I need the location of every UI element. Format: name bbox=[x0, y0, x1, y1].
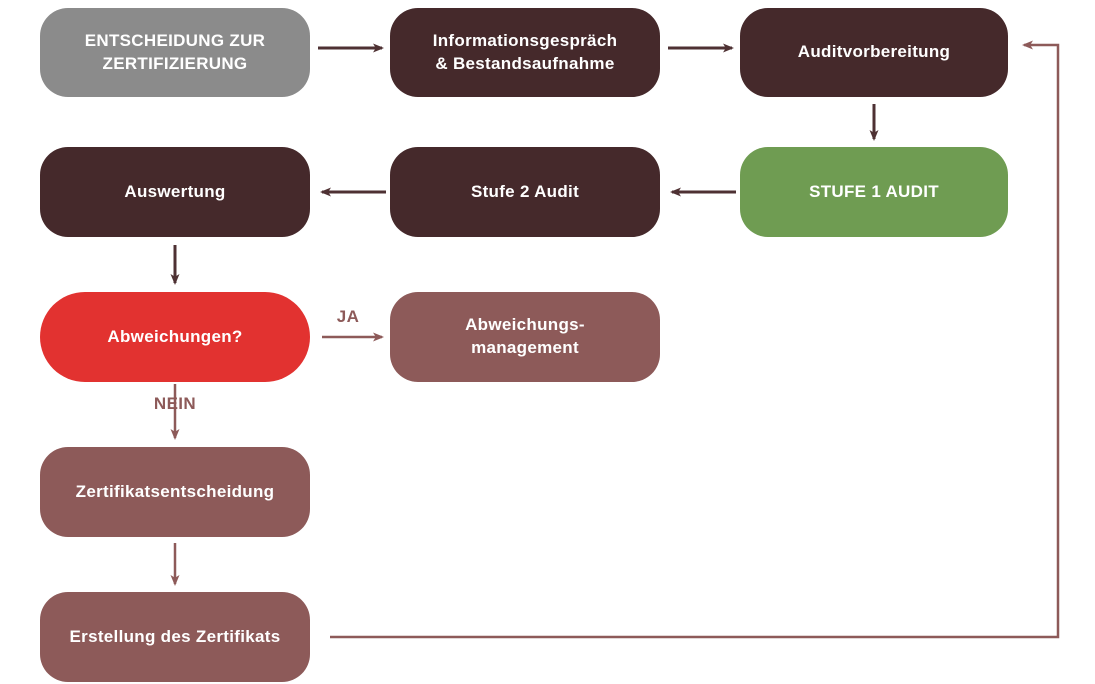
node-auditvorbereitung: Auditvorbereitung bbox=[740, 8, 1008, 97]
edge-label-nein: NEIN bbox=[153, 394, 197, 413]
node-stufe-1-audit: STUFE 1 AUDIT bbox=[740, 147, 1008, 237]
node-label: Abweichungen? bbox=[107, 326, 243, 346]
node-label: Informationsgespräch & Bestandsaufnahme bbox=[432, 30, 618, 73]
node-label: STUFE 1 AUDIT bbox=[809, 181, 939, 201]
node-label: Zertifikatsentscheidung bbox=[75, 481, 275, 501]
node-abweichungen-decision: Abweichungen? bbox=[40, 292, 310, 382]
node-label: Erstellung des Zertifikats bbox=[69, 626, 281, 646]
edge-label-ja: JA bbox=[336, 307, 360, 326]
node-label: Stufe 2 Audit bbox=[470, 181, 580, 201]
node-abweichungsmanagement: Abweichungs- management bbox=[390, 292, 660, 382]
node-label: Abweichungs- management bbox=[465, 315, 585, 357]
node-entscheidung-zur-zertifizierung: ENTSCHEIDUNG ZUR ZERTIFIZIERUNG bbox=[40, 8, 310, 97]
node-label: Auditvorbereitung bbox=[797, 42, 951, 62]
node-label: Auswertung bbox=[124, 181, 226, 201]
node-erstellung-des-zertifikats: Erstellung des Zertifikats bbox=[40, 592, 310, 682]
node-zertifikatsentscheidung: Zertifikatsentscheidung bbox=[40, 447, 310, 537]
node-informationsgespraech-bestandsaufnahme: Informationsgespräch & Bestandsaufnahme bbox=[390, 8, 660, 97]
node-auswertung: Auswertung bbox=[40, 147, 310, 237]
node-label: ENTSCHEIDUNG ZUR ZERTIFIZIERUNG bbox=[84, 30, 266, 73]
node-stufe-2-audit: Stufe 2 Audit bbox=[390, 147, 660, 237]
